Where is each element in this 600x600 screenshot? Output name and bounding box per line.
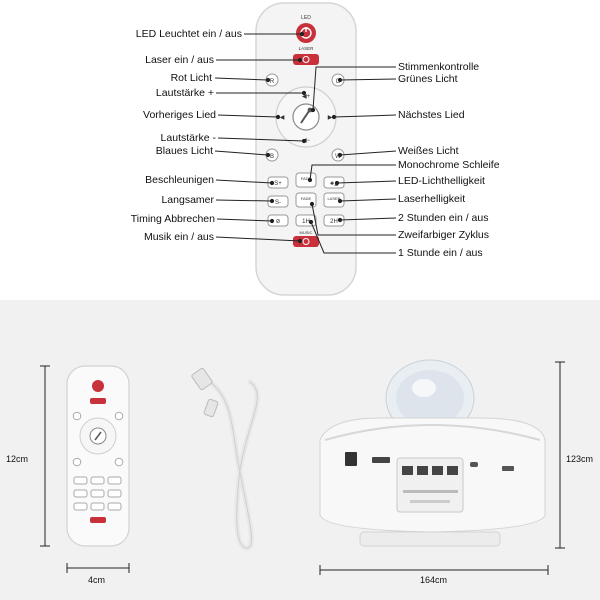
label-voice-control: Stimmenkontrolle bbox=[398, 61, 480, 73]
dc-input-port-icon bbox=[470, 462, 478, 467]
label-slow-down: Langsamer bbox=[161, 194, 214, 206]
laser-key-label: LASER bbox=[299, 46, 315, 51]
fade-1-text: FADE bbox=[301, 176, 312, 181]
next-song-icon: ▶ bbox=[328, 115, 333, 121]
laser-brightness-text: LASER bbox=[327, 196, 340, 201]
fade-2-text: FADE bbox=[301, 196, 312, 201]
small-remote bbox=[66, 365, 130, 547]
dim-remote-width: 4cm bbox=[88, 575, 106, 585]
label-two-hours: 2 Stunden ein / aus bbox=[398, 212, 489, 224]
usb-plug-a-icon bbox=[191, 367, 213, 391]
large-remote: LED LASER R G ◀︎+ ◀︎− ◀ ▶ B bbox=[255, 2, 357, 296]
volume-up-icon: ◀︎+ bbox=[302, 94, 311, 100]
two-hour-button[interactable] bbox=[323, 214, 345, 227]
label-one-hour: 1 Stunde ein / aus bbox=[398, 247, 483, 259]
led-power-button[interactable] bbox=[296, 23, 316, 43]
laser-brightness-button[interactable] bbox=[323, 192, 345, 208]
slow-down-button[interactable] bbox=[267, 195, 289, 208]
usb-plug-b-icon bbox=[203, 398, 219, 418]
label-next-song: Nächstes Lied bbox=[398, 109, 465, 121]
microphone-icon bbox=[300, 110, 310, 124]
music-key-label: MUSIC bbox=[300, 230, 313, 235]
fade-1-button[interactable] bbox=[295, 172, 317, 188]
timer-cancel-icon: ⊘ bbox=[275, 219, 280, 225]
label-white-light: Weißes Licht bbox=[398, 145, 459, 157]
panel-button-2 bbox=[417, 466, 428, 475]
panel-button-4 bbox=[447, 466, 458, 475]
projector-control-panel bbox=[396, 457, 464, 513]
laser-power-button[interactable] bbox=[293, 54, 319, 65]
label-laser-on-off: Laser ein / aus bbox=[145, 54, 214, 66]
brightness-icon: ✺◢ bbox=[330, 181, 338, 187]
volume-down-icon: ◀︎− bbox=[302, 138, 311, 144]
label-speed-up: Beschleunigen bbox=[145, 174, 214, 186]
panel-button-3 bbox=[432, 466, 443, 475]
label-mono-loop: Monochrome Schleife bbox=[398, 159, 500, 171]
dimension-lines bbox=[40, 361, 565, 575]
callout-lines bbox=[214, 31, 397, 254]
slow-down-text: S- bbox=[275, 200, 281, 206]
speed-up-text: S+ bbox=[274, 181, 282, 187]
previous-song-icon: ◀ bbox=[280, 115, 285, 121]
label-laser-brightness: Laserhelligkeit bbox=[398, 193, 466, 205]
led-key-label: LED bbox=[301, 15, 311, 21]
music-power-button[interactable] bbox=[293, 236, 319, 247]
usb-port-icon bbox=[345, 452, 357, 466]
card-slot-icon bbox=[372, 457, 390, 463]
switch-icon bbox=[502, 466, 514, 471]
blue-key-text: B bbox=[270, 154, 274, 160]
green-key-text: G bbox=[336, 79, 341, 85]
label-blue-light: Blaues Licht bbox=[155, 145, 213, 157]
label-led-on-off: LED Leuchtet ein / aus bbox=[135, 28, 242, 40]
label-previous-song: Vorheriges Lied bbox=[143, 109, 216, 121]
white-key-text: W bbox=[335, 154, 341, 160]
label-two-color-cycle: Zweifarbiger Zyklus bbox=[398, 229, 490, 241]
dim-product-height: 123cm bbox=[566, 454, 594, 464]
label-red-light: Rot Licht bbox=[170, 72, 212, 84]
one-hour-text: 1H bbox=[302, 219, 310, 225]
panel-button-1 bbox=[402, 466, 413, 475]
red-key-text: R bbox=[270, 79, 275, 85]
label-volume-up: Lautstärke + bbox=[155, 87, 214, 99]
label-led-brightness: LED-Lichthelligkeit bbox=[398, 175, 485, 187]
label-timer-cancel: Timing Abbrechen bbox=[130, 213, 215, 225]
two-hour-text: 2H bbox=[330, 219, 338, 225]
star-projector bbox=[319, 359, 546, 547]
label-volume-down: Lautstärke - bbox=[160, 132, 216, 144]
dim-product-width: 164cm bbox=[420, 575, 448, 585]
label-green-light: Grünes Licht bbox=[398, 73, 458, 85]
usb-cable bbox=[207, 379, 260, 551]
dim-remote-height: 12cm bbox=[6, 454, 29, 464]
label-music-on-off: Musik ein / aus bbox=[143, 231, 214, 243]
